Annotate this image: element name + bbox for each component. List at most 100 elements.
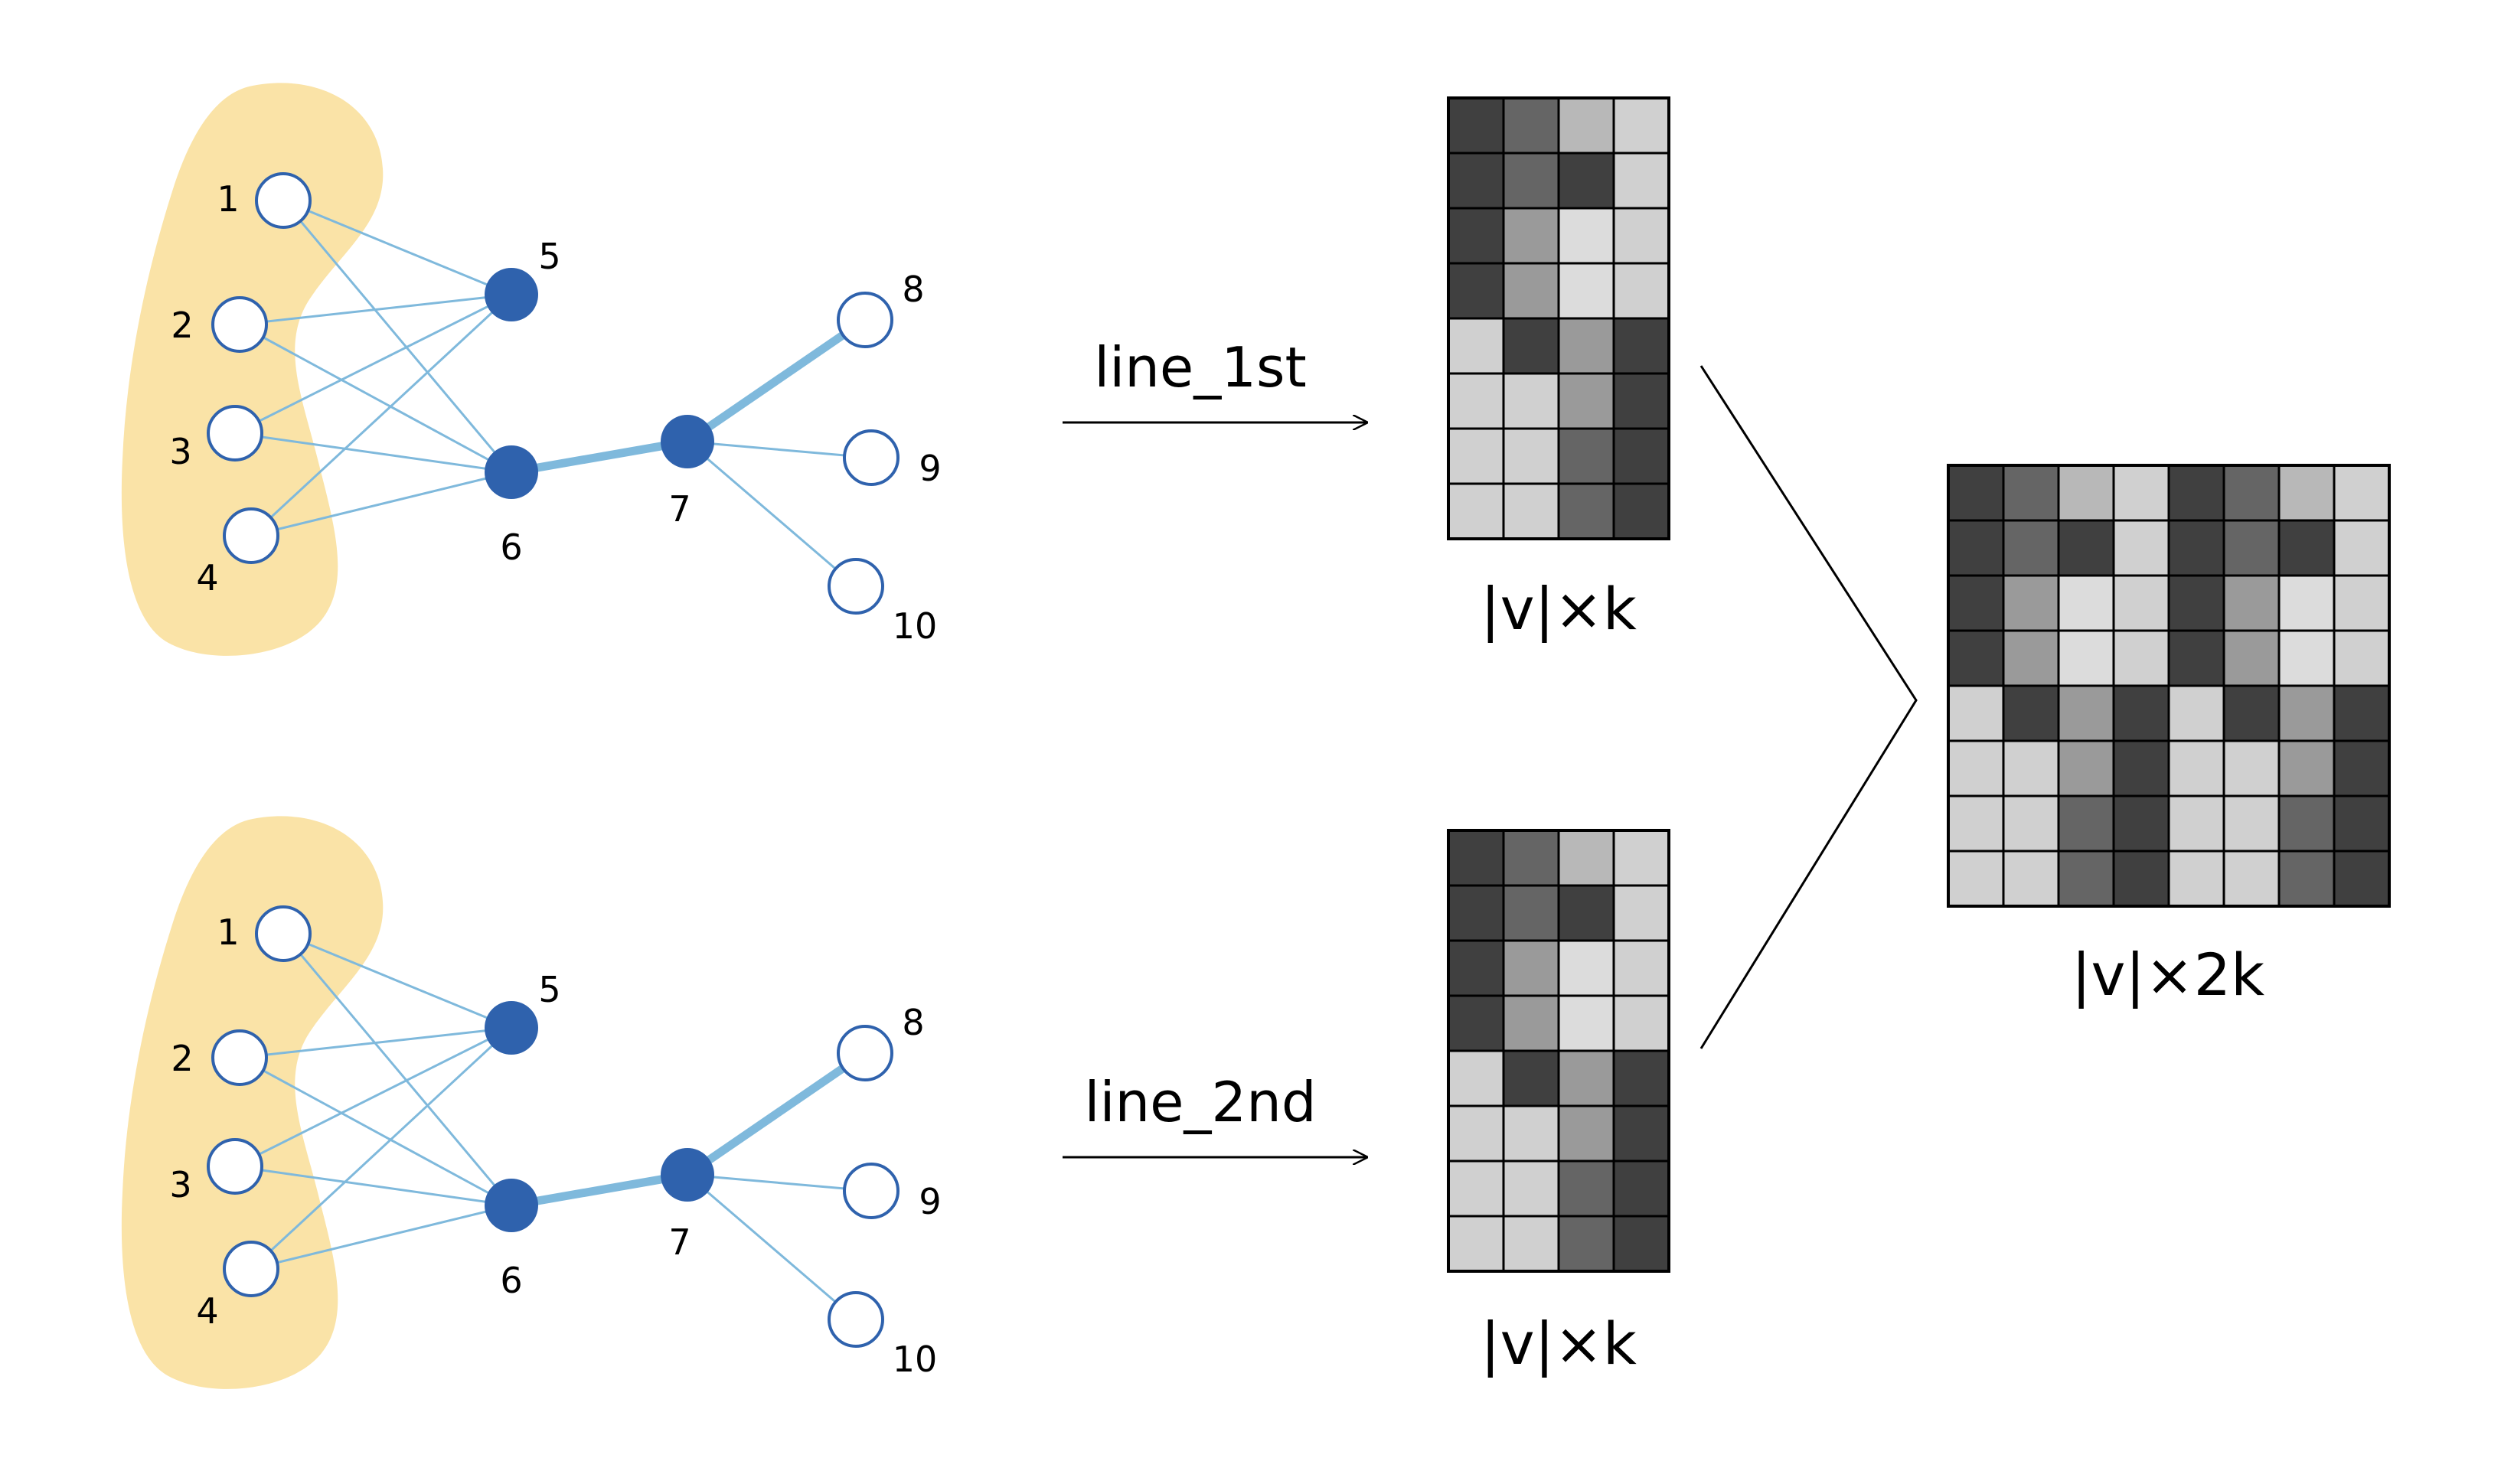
edge-7-10 — [686, 1173, 857, 1321]
node-1 — [255, 172, 312, 229]
matrix-cell — [1502, 829, 1560, 887]
matrix-cell — [1447, 317, 1505, 375]
matrix-border — [1947, 464, 2391, 908]
matrix-cell — [2112, 574, 2170, 632]
node-cluster-blob — [121, 816, 384, 1389]
matrix-cell — [2333, 739, 2391, 797]
matrix-cell — [2002, 850, 2060, 908]
matrix-cell — [2333, 684, 2391, 742]
matrix-cell — [2333, 850, 2391, 908]
matrix-cell — [2167, 519, 2225, 577]
matrix-cell — [1612, 96, 1670, 155]
matrix-cell — [2057, 629, 2115, 687]
matrix-cell — [1947, 794, 2005, 853]
matrix-cell — [1447, 427, 1505, 485]
matrix-cell — [1557, 152, 1615, 210]
edge-4-5 — [250, 293, 513, 537]
matrix-cell — [1612, 1159, 1670, 1218]
matrix-border — [1447, 96, 1670, 540]
matrix-cell — [2222, 464, 2281, 522]
edge-6-7 — [507, 1170, 692, 1210]
matrix-cell — [2277, 629, 2336, 687]
matrix-cell — [1947, 739, 2005, 797]
matrix-cell — [1612, 1049, 1670, 1107]
node-label-7: 7 — [668, 1221, 691, 1263]
matrix-cell — [2057, 684, 2115, 742]
matrix-cell — [1557, 994, 1615, 1052]
matrix-cell — [1502, 1104, 1560, 1163]
concat-bracket — [1699, 365, 1918, 1049]
matrix-cell — [2057, 519, 2115, 577]
matrix-cell — [1502, 317, 1560, 375]
matrix-cell — [1502, 152, 1560, 210]
node-3 — [207, 1138, 263, 1195]
matrix-cell — [1612, 262, 1670, 320]
matrix-cell — [2002, 684, 2060, 742]
edge-1-6 — [282, 199, 513, 474]
matrix-cell — [2222, 519, 2281, 577]
edge-1-5 — [282, 199, 513, 296]
matrix-label-second: |v|×k — [1481, 1310, 1637, 1378]
edge-7-8 — [683, 1049, 870, 1179]
matrix-cell — [2277, 739, 2336, 797]
matrix-cell — [1557, 939, 1615, 997]
edge-3-5 — [233, 1026, 513, 1168]
matrix-cell — [2333, 794, 2391, 853]
embedding-matrix-second — [1447, 829, 1670, 1273]
edge-4-6 — [250, 471, 513, 537]
matrix-cell — [2002, 574, 2060, 632]
matrix-cell — [2057, 574, 2115, 632]
matrix-cell — [1502, 482, 1560, 540]
edge-1-6 — [282, 932, 513, 1207]
matrix-cell — [1447, 994, 1505, 1052]
matrix-cell — [2057, 794, 2115, 853]
matrix-cell — [1557, 482, 1615, 540]
matrix-cell — [1447, 96, 1505, 155]
matrix-cell — [1447, 372, 1505, 430]
node-2 — [211, 1029, 268, 1086]
matrix-cell — [1502, 207, 1560, 265]
node-label-4: 4 — [196, 1290, 218, 1332]
matrix-cell — [1612, 1104, 1670, 1163]
matrix-cell — [2002, 739, 2060, 797]
matrix-cell — [2167, 574, 2225, 632]
edge-2-5 — [238, 1026, 513, 1059]
matrix-cell — [2333, 464, 2391, 522]
matrix-cell — [1502, 262, 1560, 320]
method-label-second: line_2nd — [1084, 1070, 1316, 1134]
matrix-cell — [2222, 629, 2281, 687]
node-2 — [211, 296, 268, 353]
node-label-9: 9 — [919, 448, 941, 489]
matrix-border — [1447, 829, 1670, 1273]
node-9 — [843, 429, 900, 486]
matrix-cell — [2057, 739, 2115, 797]
matrix-cell — [1447, 152, 1505, 210]
matrix-cell — [2333, 519, 2391, 577]
node-3 — [207, 405, 263, 462]
node-6 — [485, 445, 538, 499]
matrix-cell — [2112, 684, 2170, 742]
matrix-cell — [2167, 739, 2225, 797]
matrix-cell — [1502, 372, 1560, 430]
matrix-cell — [1947, 519, 2005, 577]
matrix-cell — [1612, 884, 1670, 942]
matrix-cell — [1502, 1215, 1560, 1273]
node-label-4: 4 — [196, 557, 218, 598]
node-label-2: 2 — [171, 305, 193, 346]
node-label-6: 6 — [500, 1260, 522, 1301]
node-label-10: 10 — [893, 605, 938, 647]
node-label-3: 3 — [169, 431, 191, 472]
edge-4-6 — [250, 1204, 513, 1270]
method-label-first: line_1st — [1094, 335, 1307, 400]
matrix-cell — [2222, 794, 2281, 853]
matrix-cell — [1612, 994, 1670, 1052]
matrix-cell — [1947, 850, 2005, 908]
matrix-cell — [1447, 1159, 1505, 1218]
edge-4-5 — [250, 1026, 513, 1270]
edge-6-7 — [507, 437, 692, 477]
matrix-cell — [2167, 684, 2225, 742]
node-1 — [255, 905, 312, 962]
